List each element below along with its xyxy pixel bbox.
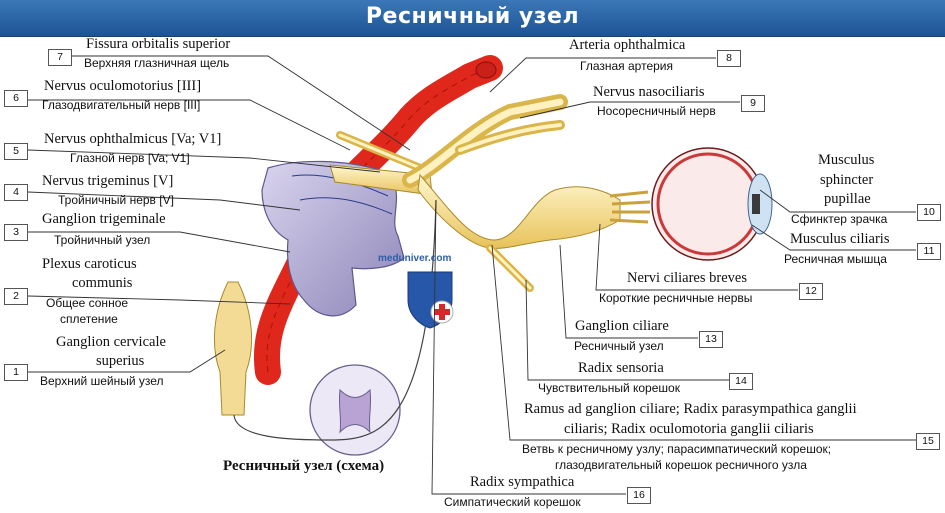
label-7-number: 7: [48, 49, 72, 66]
label-15-number: 15: [916, 433, 940, 450]
label-10-latin-line3: pupillae: [824, 191, 871, 207]
label-4-number: 4: [4, 184, 28, 201]
leader-lines: [27, 55, 916, 495]
label-15-russian-line2: глазодвигательный корешок ресничного узл…: [555, 458, 807, 472]
label-1-number: 1: [4, 364, 28, 381]
label-4-latin: Nervus trigeminus [V]: [42, 173, 174, 189]
label-16-russian: Симпатический корешок: [444, 495, 581, 509]
label-10-number: 10: [917, 204, 941, 221]
label-15-latin-line2: ciliaris; Radix oculomotoria ganglii cil…: [564, 421, 814, 437]
title-bar: Ресничный узел: [0, 0, 945, 37]
label-12-latin: Nervi ciliares breves: [627, 270, 747, 286]
label-16-latin: Radix sympathica: [470, 474, 575, 490]
label-14-number: 14: [729, 373, 753, 390]
short-ciliary-nerves: [609, 190, 651, 224]
label-12-russian: Короткие ресничные нервы: [599, 291, 753, 305]
label-2-number: 2: [4, 288, 28, 305]
label-8-number: 8: [717, 50, 741, 67]
label-11-russian: Ресничная мышца: [784, 252, 887, 266]
label-1-latin-line2: superius: [96, 353, 145, 369]
label-6-russian: Глазодвигательный нерв [III]: [42, 98, 201, 112]
superior-cervical-ganglion: [213, 281, 253, 416]
sympathetic-path: [233, 199, 437, 441]
label-2-russian-line2: сплетение: [60, 312, 118, 326]
label-1-latin-line1: Ganglion cervicale: [56, 334, 166, 350]
label-11-number: 11: [917, 243, 941, 260]
label-1-russian: Верхний шейный узел: [40, 374, 164, 388]
label-5-russian: Глазной нерв [Va; V1]: [70, 151, 190, 165]
label-2-latin-line1: Plexus caroticus: [42, 256, 137, 272]
label-13-russian: Ресничный узел: [574, 339, 664, 353]
label-2-latin-line2: communis: [72, 275, 133, 291]
eyeball: [651, 147, 773, 261]
label-10-latin-line2: sphincter: [820, 172, 874, 188]
label-13-number: 13: [699, 331, 723, 348]
label-12-number: 12: [799, 283, 823, 300]
label-9-number: 9: [741, 95, 765, 112]
label-3-number: 3: [4, 224, 28, 241]
label-6-latin: Nervus oculomotorius [III]: [44, 78, 202, 94]
label-15-russian-line1: Ветвь к ресничному узлу; парасимпатическ…: [522, 442, 832, 456]
nasociliary-nerve: [402, 94, 568, 188]
meduniver-logo: [407, 271, 454, 329]
label-3-russian: Тройничный узел: [54, 233, 151, 247]
label-10-latin-line1: Musculus: [818, 152, 875, 168]
label-10-russian: Сфинктер зрачка: [791, 212, 888, 226]
label-5-number: 5: [4, 143, 28, 160]
label-14-russian: Чувствительный корешок: [538, 381, 680, 395]
label-16-number: 16: [627, 487, 651, 504]
label-6-number: 6: [4, 90, 28, 107]
label-15-latin-line1: Ramus ad ganglion ciliare; Radix parasym…: [524, 401, 857, 417]
label-9-latin: Nervus nasociliaris: [593, 84, 705, 100]
label-9-russian: Носоресничный нерв: [597, 104, 716, 118]
label-2-russian-line1: Общее сонное: [46, 296, 129, 310]
label-11-latin: Musculus ciliaris: [790, 231, 890, 247]
label-5-latin: Nervus ophthalmicus [Va; V1]: [44, 131, 222, 147]
label-8-russian: Глазная артерия: [580, 59, 673, 73]
label-3-latin: Ganglion trigeminale: [42, 211, 166, 227]
label-13-latin: Ganglion ciliare: [575, 318, 669, 334]
label-14-latin: Radix sensoria: [578, 360, 664, 376]
label-4-russian: Тройничный нерв [V]: [58, 193, 174, 207]
page-title: Ресничный узел: [365, 4, 580, 29]
watermark: meduniver.com: [378, 253, 452, 264]
label-7-russian: Верхняя глазничная щель: [84, 56, 230, 70]
diagram-caption: Ресничный узел (схема): [223, 458, 385, 474]
label-7-latin: Fissura orbitalis superior: [86, 36, 231, 52]
spinal-cord-section: [309, 364, 401, 456]
label-8-latin: Arteria ophthalmica: [569, 37, 686, 53]
ciliary-ganglion: [417, 173, 621, 292]
